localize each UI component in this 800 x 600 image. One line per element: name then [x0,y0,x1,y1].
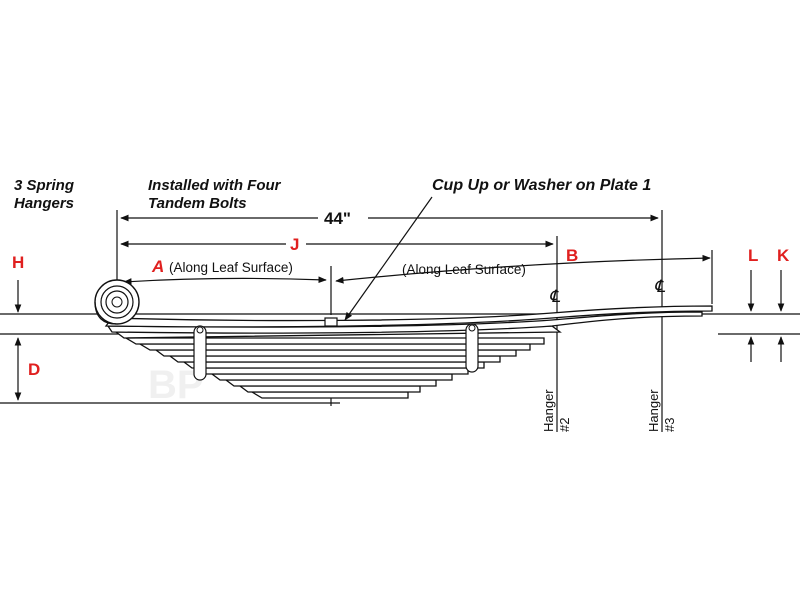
hanger3-label: Hanger #3 [646,389,677,432]
dim-L-label: L [748,246,758,265]
spring-eye [94,279,140,325]
dim-44-label: 44" [324,209,351,228]
hanger3-centerline-icon: ℄ [654,277,666,297]
hanger2-centerline-icon: ℄ [549,287,561,307]
dim-B-note: (Along Leaf Surface) [402,262,526,277]
leaf-1-lower [106,311,703,334]
install-note-line2: Tandem Bolts [148,195,247,212]
leaf-9 [238,385,421,393]
leaf-10 [249,391,409,399]
dim-B-arc [335,254,711,284]
dim-A-note: (Along Leaf Surface) [169,260,293,275]
install-note-line1: Installed with Four [148,177,282,194]
leaf-stack [104,305,713,399]
hanger3-label-line1: Hanger [646,389,661,432]
hanger2-label-line1: Hanger [541,389,556,432]
leaf-7 [210,373,453,381]
dim-K-label: K [777,246,790,265]
hanger2-label-line2: #2 [557,418,572,432]
leaf-3b [154,349,517,357]
dim-A-label: A [151,257,164,276]
dim-J-label: J [290,235,299,254]
main-leaf [104,305,713,328]
leaf-8 [224,379,437,387]
spring-hangers-line1: 3 Spring [14,177,74,194]
hanger3-label-line2: #3 [662,418,677,432]
rebound-clip-left [193,325,207,381]
leaf-4 [168,355,501,363]
dim-D-label: D [28,360,40,379]
dim-B-label: B [566,246,578,265]
dim-A-arc [123,276,327,285]
hanger2-label: Hanger #2 [541,389,572,432]
cup-note-leader [344,196,433,321]
leaf-2b [123,337,545,345]
leaf-5 [182,361,485,369]
rebound-clip-right [465,323,479,373]
spring-hangers-line2: Hangers [14,195,74,212]
cup-note: Cup Up or Washer on Plate 1 [432,177,651,194]
dim-H-label: H [12,253,24,272]
center-bolt [324,317,338,406]
leaf-6 [196,367,469,375]
